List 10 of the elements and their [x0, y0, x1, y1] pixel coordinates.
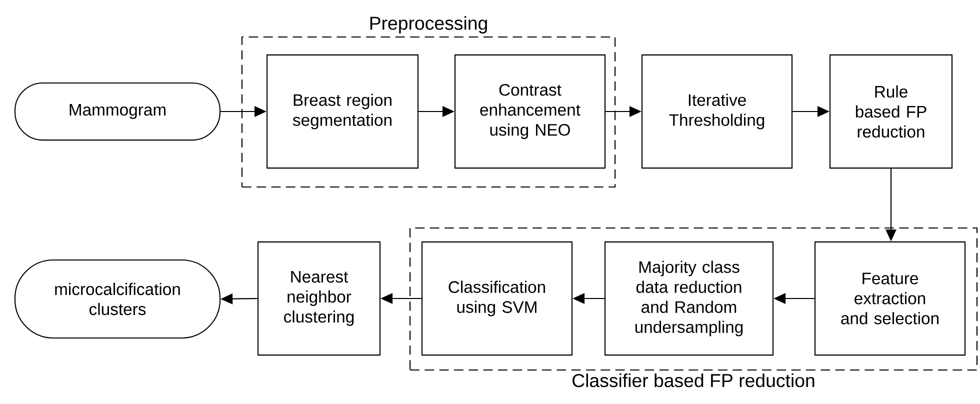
- node-label: Classifier based FP reduction: [572, 373, 814, 388]
- process-box: Feature extraction and selection: [814, 241, 966, 356]
- process-box: Iterative Thresholding: [641, 54, 793, 169]
- process-box: Majority class data reduction and Random undersampling: [604, 241, 774, 356]
- process-box: Rule based FP reduction: [829, 54, 953, 169]
- node-label: Preprocessing: [370, 16, 487, 34]
- process-box: Classification using SVM: [421, 241, 573, 356]
- process-box: Breast region segmentation: [266, 54, 418, 169]
- process-box: Contrast enhancement using NEO: [454, 54, 606, 169]
- process-box: Nearest neighbor clustering: [257, 241, 381, 356]
